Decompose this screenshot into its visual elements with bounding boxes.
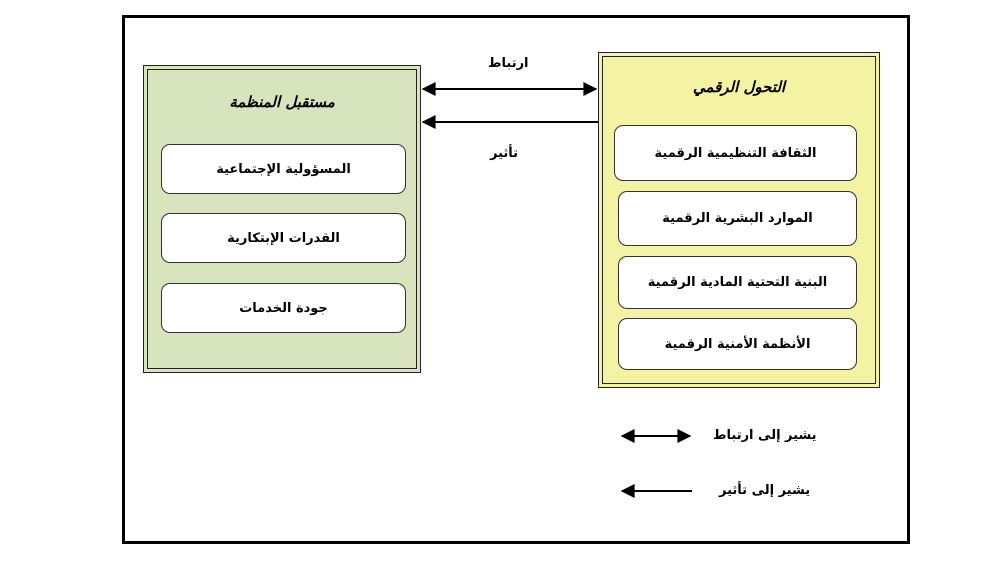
panel-inner-border xyxy=(602,56,876,384)
digital-human-resources-box: الموارد البشرية الرقمية xyxy=(618,191,857,246)
social-responsibility-box: المسؤولية الإجتماعية xyxy=(161,144,406,194)
influence-label: تأثير xyxy=(490,146,519,161)
panel-inner-border xyxy=(147,69,417,369)
digital-security-systems-box: الأنظمة الأمنية الرقمية xyxy=(618,318,857,370)
digital-transformation-title: التحول الرقمي xyxy=(692,78,786,96)
correlation-label: ارتباط xyxy=(488,56,529,71)
innovative-capabilities-box: القدرات الإبتكارية xyxy=(161,213,406,263)
legend-correlation-text: يشير إلى ارتباط xyxy=(713,428,817,443)
digital-infrastructure-box: البنية التحتية المادية الرقمية xyxy=(618,256,857,309)
service-quality-box: جودة الخدمات xyxy=(161,283,406,333)
digital-org-culture-box: الثقافة التنظيمية الرقمية xyxy=(614,125,857,181)
legend-influence-text: يشير إلى تأثير xyxy=(719,483,811,498)
organization-future-title: مستقبل المنظمة xyxy=(229,93,335,111)
